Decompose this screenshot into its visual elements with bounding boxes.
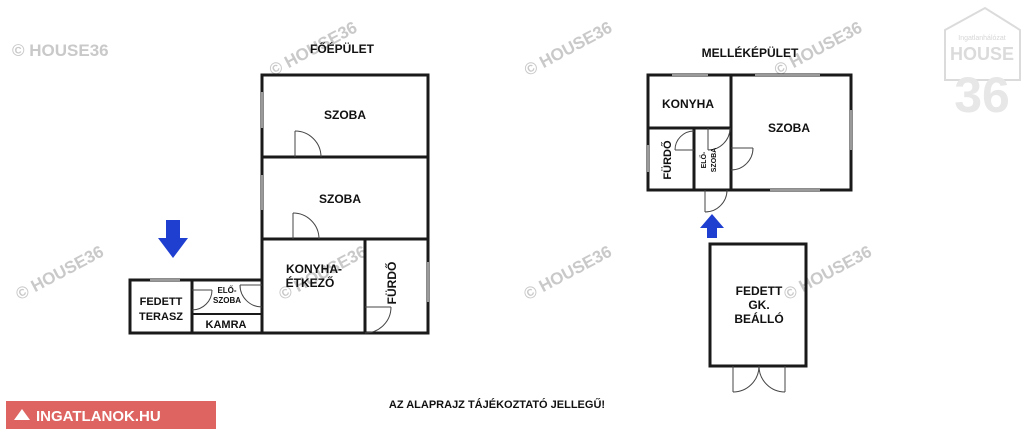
carport-label-line1: FEDETT — [736, 284, 783, 298]
annex-entrance-arrow-icon — [700, 214, 724, 238]
main-building-title: FŐÉPÜLET — [310, 41, 375, 56]
main-furdo-label: FÜRDŐ — [384, 262, 399, 305]
brand-site-text: INGATLANOK.HU — [36, 408, 161, 425]
annex-building-title: MELLÉKÉPÜLET — [702, 45, 799, 60]
main-szoba-2-label: SZOBA — [319, 192, 361, 206]
disclaimer-note: AZ ALAPRAJZ TÁJÉKOZTATÓ JELLEGŰ! — [389, 398, 605, 411]
carport-label-line3: BEÁLLÓ — [734, 311, 783, 326]
watermark-3: © HOUSE36 — [521, 18, 615, 80]
door-annex-furdo — [674, 130, 695, 151]
logo-main-text: HOUSE — [950, 44, 1014, 64]
carport-label-line2: GK. — [748, 298, 769, 312]
door-furdo — [364, 306, 392, 334]
watermark-5: © HOUSE36 — [13, 242, 107, 304]
door-eloszoba — [239, 284, 263, 308]
annex-eloszoba-label-line2: SZOBA — [711, 148, 718, 173]
annex-furdo-label: FÜRDŐ — [661, 140, 674, 180]
konyha-label-line2: ÉTKEZŐ — [286, 275, 335, 290]
carport: FEDETT GK. BEÁLLÓ — [708, 242, 808, 393]
door-annex-entrance — [704, 189, 728, 213]
door-szoba-2 — [292, 212, 320, 240]
watermark-1: © HOUSE36 — [12, 41, 109, 60]
kamra-label: KAMRA — [206, 319, 247, 331]
door-szoba-1 — [294, 130, 322, 158]
main-eloszoba-label-line1: ELŐ- — [217, 286, 236, 295]
brand-background — [6, 401, 216, 429]
annex-konyha-label: KONYHA — [662, 97, 714, 111]
main-entrance-arrow-icon — [158, 220, 188, 258]
konyha-label-line1: KONYHA- — [286, 262, 342, 276]
annex-building: KONYHA SZOBA FÜRDŐ ELŐ- SZOBA — [646, 73, 853, 238]
carport-gate — [732, 365, 786, 393]
main-eloszoba-label-line2: SZOBA — [213, 296, 241, 305]
carport-walls — [708, 242, 808, 368]
logo-number-text: 36 — [954, 67, 1010, 123]
terasz-label-line2: TERASZ — [139, 311, 183, 323]
watermark-7: © HOUSE36 — [521, 242, 615, 304]
annex-szoba-label: SZOBA — [768, 121, 810, 135]
main-szoba-1-label: SZOBA — [324, 108, 366, 122]
terasz-label-line1: FEDETT — [140, 296, 183, 308]
main-building: SZOBA SZOBA KONYHA- ÉTKEZŐ FÜRDŐ ELŐ- SZ… — [128, 73, 430, 335]
logo-top-text: Ingatlanhálózat — [958, 35, 1006, 42]
annex-outer-walls — [646, 73, 853, 192]
annex-eloszoba-label-line1: ELŐ- — [699, 151, 708, 168]
logo-house-outline — [944, 6, 1021, 81]
watermarks: © HOUSE36 © HOUSE36 © HOUSE36 © HOUSE36 … — [12, 18, 875, 304]
watermark-8: © HOUSE36 — [781, 242, 875, 304]
door-terasz — [191, 289, 213, 311]
door-annex-szoba — [730, 147, 754, 171]
house36-corner-logo: Ingatlanhálózat HOUSE 36 — [944, 6, 1021, 123]
brand-house-icon — [14, 409, 30, 420]
ingatlanok-brand: INGATLANOK.HU — [6, 401, 216, 429]
door-annex-konyha — [707, 127, 731, 151]
